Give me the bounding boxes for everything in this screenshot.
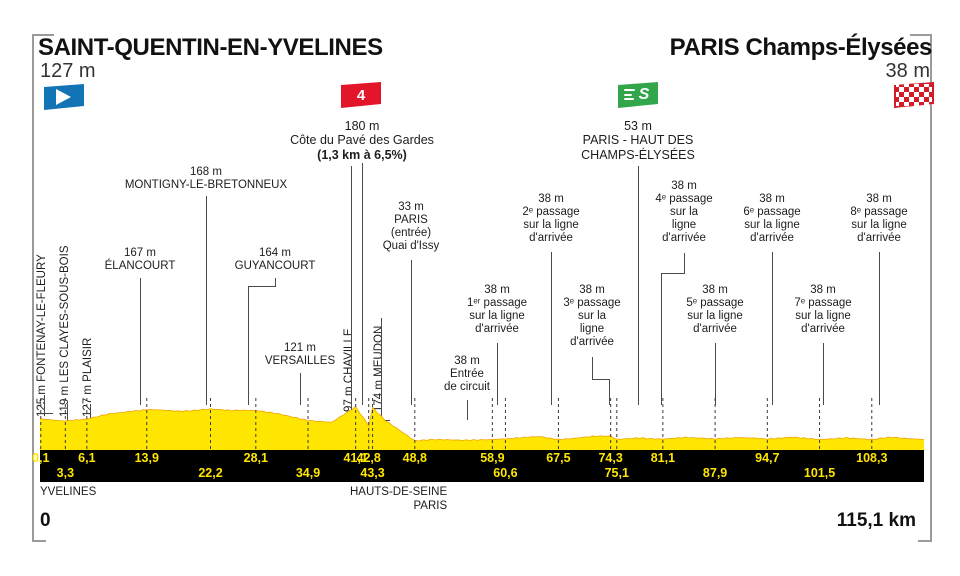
poi-sprint-name: PARIS - HAUT DES CHAMPS-ÉLYSÉES [581,133,695,162]
km-marker: 28,1 [243,451,268,465]
km-marker: 67,5 [546,451,571,465]
km-marker: 41,1 [343,451,368,465]
start-city-name: SAINT-QUENTIN-EN-YVELINES [38,34,383,61]
leader-line-passage-7 [823,343,824,405]
leader-line-passage-8 [879,252,880,405]
leader-line-meudon [381,318,382,420]
leader-line-paris-entree [411,260,412,405]
leader-line-sprint [638,166,639,405]
left-frame-bracket [32,34,54,542]
leader-line-passage-1 [497,343,498,405]
poi-passage-3: 38 m 3ᵉ passage sur la ligne d'arrivée [563,284,621,348]
km-marker: 101,5 [803,466,836,480]
poi-climb-detail: (1,3 km à 6,5%) [317,148,407,162]
finish-city-name: PARIS Champs-Élysées [669,34,933,61]
start-altitude: 127 m [40,60,96,82]
km-marker: 48,8 [402,451,427,465]
poi-climb-name: Côte du Pavé des Gardes [290,133,434,147]
km-marker: 74,3 [598,451,623,465]
poi-guyancourt: 164 m GUYANCOURT [234,247,316,272]
km-marker: 0,1 [32,451,50,465]
poi-paris-entree: 33 m PARIS (entrée) Quai d'Issy [382,201,440,252]
start-flag-icon [44,84,84,112]
km-marker: 6,1 [78,451,96,465]
poi-fontenay-le-fleury: 125 m FONTENAY-LE-FLEURY [36,254,48,417]
poi-passage-5: 38 m 5ᵉ passage sur la ligne d'arrivée [686,284,744,335]
leader-line-elancourt [140,278,141,405]
leader-elbow-passage-3 [592,379,609,380]
poi-passage-6: 38 m 6ᵉ passage sur la ligne d'arrivée [743,193,801,244]
leader-line-guyancourt [275,278,276,286]
leader-line-passage-6 [772,252,773,405]
leader-line-fontenay [44,395,45,413]
finish-km-label: 115,1 km [836,510,916,531]
leader-elbow-passage-4 [661,273,685,274]
km-marker: 87,9 [702,466,728,480]
poi-elancourt: 167 m ÉLANCOURT [104,247,176,272]
poi-passage-8: 38 m 8ᵉ passage sur la ligne d'arrivée [850,193,908,244]
leader-line-passage-3 [592,357,593,379]
elevation-profile [40,398,924,450]
km-marker: 22,2 [198,466,223,480]
leader-line-passage-5 [715,343,716,405]
leader-foot-fontenay [44,413,53,414]
leader-line-clayes [67,404,68,423]
km-marker: 42,8 [356,451,381,465]
km-marker: 34,9 [295,466,321,480]
poi-passage-7: 38 m 7ᵉ passage sur la ligne d'arrivée [794,284,852,335]
km-marker: 94,7 [755,451,780,465]
km-marker: 108,3 [856,451,888,465]
climb-flag-icon: 4 [341,82,381,110]
poi-montigny-le-bretonneux: 168 m MONTIGNY-LE-BRETONNEUX [124,166,288,191]
poi-passage-2: 38 m 2ᵉ passage sur la ligne d'arrivée [522,193,580,244]
poi-passage-1: 38 m 1ᵉʳ passage sur la ligne d'arrivée [466,284,528,335]
leader-line-passage-4 [684,253,685,273]
start-km-label: 0 [40,510,51,531]
finish-altitude: 38 m [885,60,930,82]
leader-elbow-guyancourt [248,286,276,287]
poi-sprint-altitude: 53 m [624,119,652,133]
km-marker: 3,3 [56,466,75,480]
leader-drop-passage-3 [609,379,610,405]
km-marker: 13,9 [134,451,159,465]
department-hauts-de-seine-paris: HAUTS-DE-SEINE PARIS [350,486,448,512]
sprint-flag-icon: S [618,82,658,110]
leader-line-climb [362,163,363,405]
leader-drop-guyancourt [248,286,249,405]
poi-passage-4: 38 m 4ᵉ passage sur la ligne d'arrivée [655,180,713,244]
km-marker: 43,3 [360,466,385,480]
leader-line-chaville [351,166,352,418]
poi-entree-de-circuit: 38 m Entrée de circuit [443,355,491,393]
km-marker: 75,1 [604,466,629,480]
leader-line-plaisir [90,404,91,423]
km-marker: 58,9 [480,451,505,465]
department-yvelines: YVELINES [40,486,97,498]
poi-versailles: 121 m VERSAILLES [264,342,336,367]
km-marker: 81,1 [650,451,676,465]
leader-drop-passage-4 [661,273,662,405]
leader-line-montigny [206,196,207,405]
km-marker: 60,6 [493,466,518,480]
right-frame-bracket [910,34,932,542]
climb-category-number: 4 [356,86,366,104]
leader-line-passage-2 [551,252,552,405]
leader-line-entree-circuit [467,400,468,420]
poi-climb-altitude: 180 m [344,119,380,133]
checkered-flag-icon [894,82,934,110]
leader-line-versailles [300,373,301,405]
